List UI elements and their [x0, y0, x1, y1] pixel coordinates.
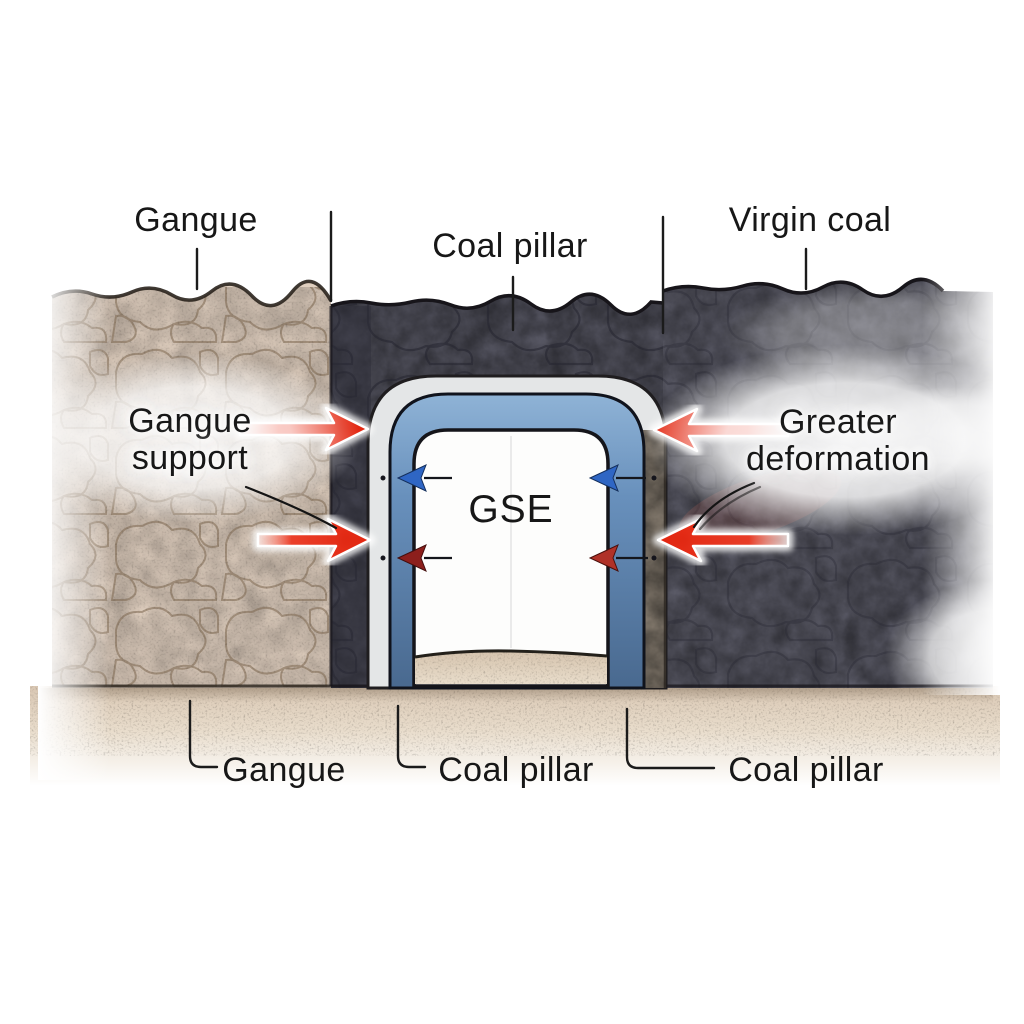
label-gangue-support-line1: Gangue: [128, 402, 252, 440]
label-virgin-coal-top: Virgin coal: [728, 201, 892, 239]
leader-greater-deformation-curve: [692, 481, 756, 529]
rock-bolt-blue-right-icon: [588, 464, 657, 492]
rock-floor-shadow: [40, 688, 993, 702]
tunnel-interior-floor: [414, 649, 608, 684]
leader-gangue-bottom: [188, 699, 219, 769]
label-coal-pillar-top: Coal pillar: [432, 227, 588, 265]
leader-lines: [188, 210, 808, 770]
label-gangue-bottom: Gangue: [222, 751, 346, 789]
label-gangue-support-line2: support: [131, 439, 249, 477]
pressure-arrow-right-lower-icon: [652, 513, 794, 567]
leader-greater-deformation-curve-2: [698, 485, 762, 531]
label-greater-deformation: Greater deformation: [746, 404, 930, 478]
pressure-arrow-left-lower-icon: [252, 513, 376, 567]
edge-fades: [38, 265, 1000, 780]
label-gangue-support: Gangue support: [128, 403, 251, 477]
curved-leaders: [244, 481, 762, 531]
leader-gangue-support-curve: [244, 485, 338, 530]
label-gse: GSE: [468, 488, 554, 531]
label-coal-pillar-bottom-right: Coal pillar: [728, 751, 884, 789]
rock-bolt-red-right-icon: [588, 544, 657, 572]
leader-coal-pillar-bottom-center: [396, 704, 427, 769]
label-greater-deformation-line1: Greater: [778, 403, 898, 441]
leader-coal-pillar-bottom-right: [625, 707, 716, 770]
tunnel: [366, 374, 668, 690]
label-coal-pillar-bottom-center: Coal pillar: [438, 751, 594, 789]
label-gangue-top: Gangue: [134, 201, 258, 239]
label-greater-deformation-line2: deformation: [746, 440, 930, 478]
tunnel-interior: [412, 428, 610, 688]
rock-bolt-blue-left-icon: [380, 464, 452, 492]
rock-bolt-red-left-icon: [380, 544, 452, 572]
